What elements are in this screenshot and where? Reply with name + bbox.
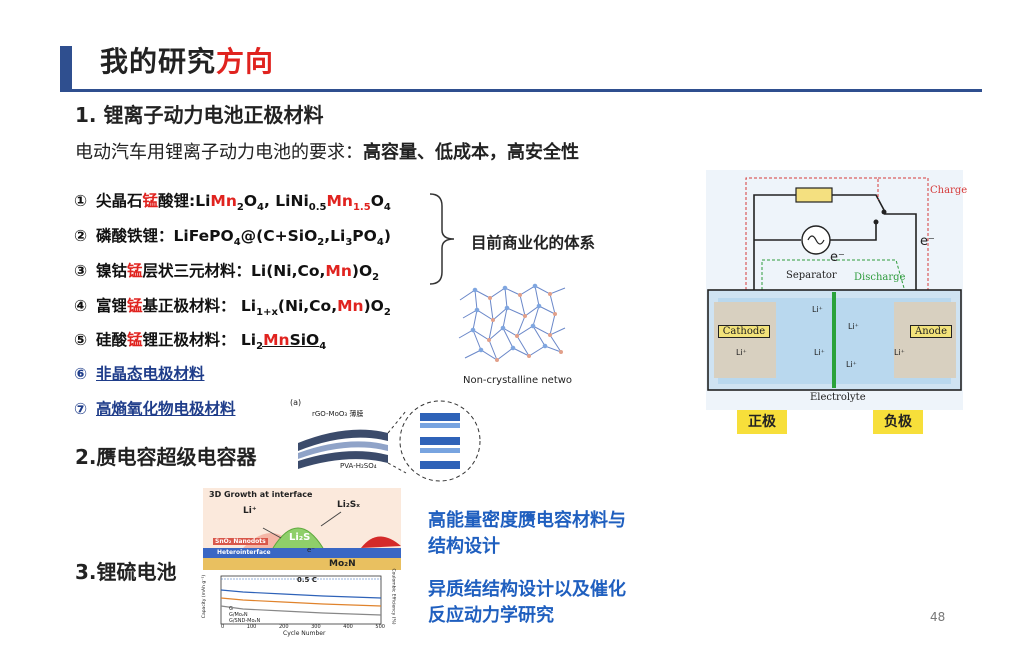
lis-li2s: Li₂S: [289, 532, 311, 543]
xtick: 0: [221, 624, 225, 630]
lis-xticks: 0 100 200 300 400 500: [221, 624, 385, 630]
lis-heterointerface: Heterointerface: [217, 549, 271, 556]
lis-rate-label: 0.5 C: [297, 576, 317, 584]
lis-mo2n: Mo₂N: [329, 559, 356, 569]
battery-diagram-drawing: [707, 177, 962, 391]
legend-g: G: [229, 606, 233, 612]
section1-heading: 1. 锂离子动力电池正极材料: [75, 103, 324, 127]
title-divider: [60, 89, 982, 92]
electron-label-1: e⁻: [830, 250, 845, 265]
lis-interface-drawing: [203, 511, 401, 570]
li-ion-label: Li⁺: [736, 348, 747, 357]
legend-g-mo2n: G/Mo₂N: [229, 612, 248, 618]
electron-label-2: e⁻: [920, 234, 935, 249]
lis-interface-figure: 3D Growth at interface Li⁺ Li₂Sₓ Li₂S Sn…: [203, 488, 401, 570]
separator-label: Separator: [786, 270, 837, 281]
page-title: 我的研究方向: [100, 45, 275, 78]
research-point-1: 高能量密度赝电容材料与结构设计: [428, 510, 626, 557]
curly-brace: [429, 193, 455, 285]
xtick: 400: [343, 624, 353, 630]
commercial-systems-label: 目前商业化的体系: [471, 234, 596, 252]
li-ion-label: Li⁺: [848, 322, 859, 331]
negative-electrode-tag: 负极: [873, 410, 923, 434]
lis-fig-title: 3D Growth at interface: [209, 490, 313, 499]
lis-cycling-chart-plot: [220, 575, 382, 625]
battery-diagram: Charge Discharge Separator e⁻ e⁻ Cathode…: [706, 170, 967, 410]
lis-li2sx: Li₂Sₓ: [337, 500, 360, 510]
legend-g-snd-mo2n: G/SND-Mo₂N: [229, 618, 261, 624]
research-point-2: 异质结结构设计以及催化反应动力学研究: [428, 579, 626, 626]
lis-legend: G G/Mo₂N G/SND-Mo₂N: [229, 606, 260, 624]
non-crystalline-network-figure: [458, 283, 566, 362]
title-accent-bar: [60, 46, 72, 89]
li-ion-label: Li⁺: [812, 305, 823, 314]
xtick: 300: [311, 624, 321, 630]
page-number: 48: [930, 610, 946, 624]
lis-li-plus: Li⁺: [243, 506, 257, 516]
li-ion-label: Li⁺: [846, 360, 857, 369]
supercap-bottom-label: PVA-H₂SO₄: [340, 462, 377, 470]
network-caption: Non-crystalline netwo: [463, 375, 573, 386]
cathode-label: Cathode: [718, 325, 770, 338]
lis-electron: e⁻: [307, 546, 316, 554]
anode-label: Anode: [910, 325, 952, 338]
positive-electrode-tag: 正极: [737, 410, 787, 434]
discharge-label: Discharge: [854, 272, 906, 283]
xtick: 500: [375, 624, 385, 630]
lis-sno2: SnO₂ Nanodots: [213, 538, 268, 545]
intro-text: 电动汽车用锂离子动力电池的要求：高容量、低成本，高安全性: [75, 142, 579, 163]
section2-heading: 2.赝电容超级电容器: [75, 445, 257, 469]
charge-label: Charge: [930, 185, 968, 196]
supercap-top-label: rGO-MoO₃ 薄膜: [312, 410, 364, 418]
electrolyte-label: Electrolyte: [810, 392, 866, 403]
lis-cycling-chart: 0.5 C G G/Mo₂N G/SND-Mo₂N 0 100 200 300 400 5…: [202, 568, 401, 637]
section3-heading: 3.锂硫电池: [75, 560, 177, 584]
xtick: 100: [246, 624, 257, 630]
lis-xlabel: Cycle Number: [283, 630, 326, 637]
supercapacitor-figure: [298, 400, 481, 482]
supercap-panel-label: (a): [290, 398, 302, 407]
li-ion-label: Li⁺: [894, 348, 905, 357]
li-ion-label: Li⁺: [814, 348, 825, 357]
xtick: 200: [278, 624, 289, 630]
lis-ylabel-left: Capacity (mAh g⁻¹): [202, 574, 208, 619]
lis-ylabel-right: Coulombic Efficiency (%): [390, 568, 396, 625]
